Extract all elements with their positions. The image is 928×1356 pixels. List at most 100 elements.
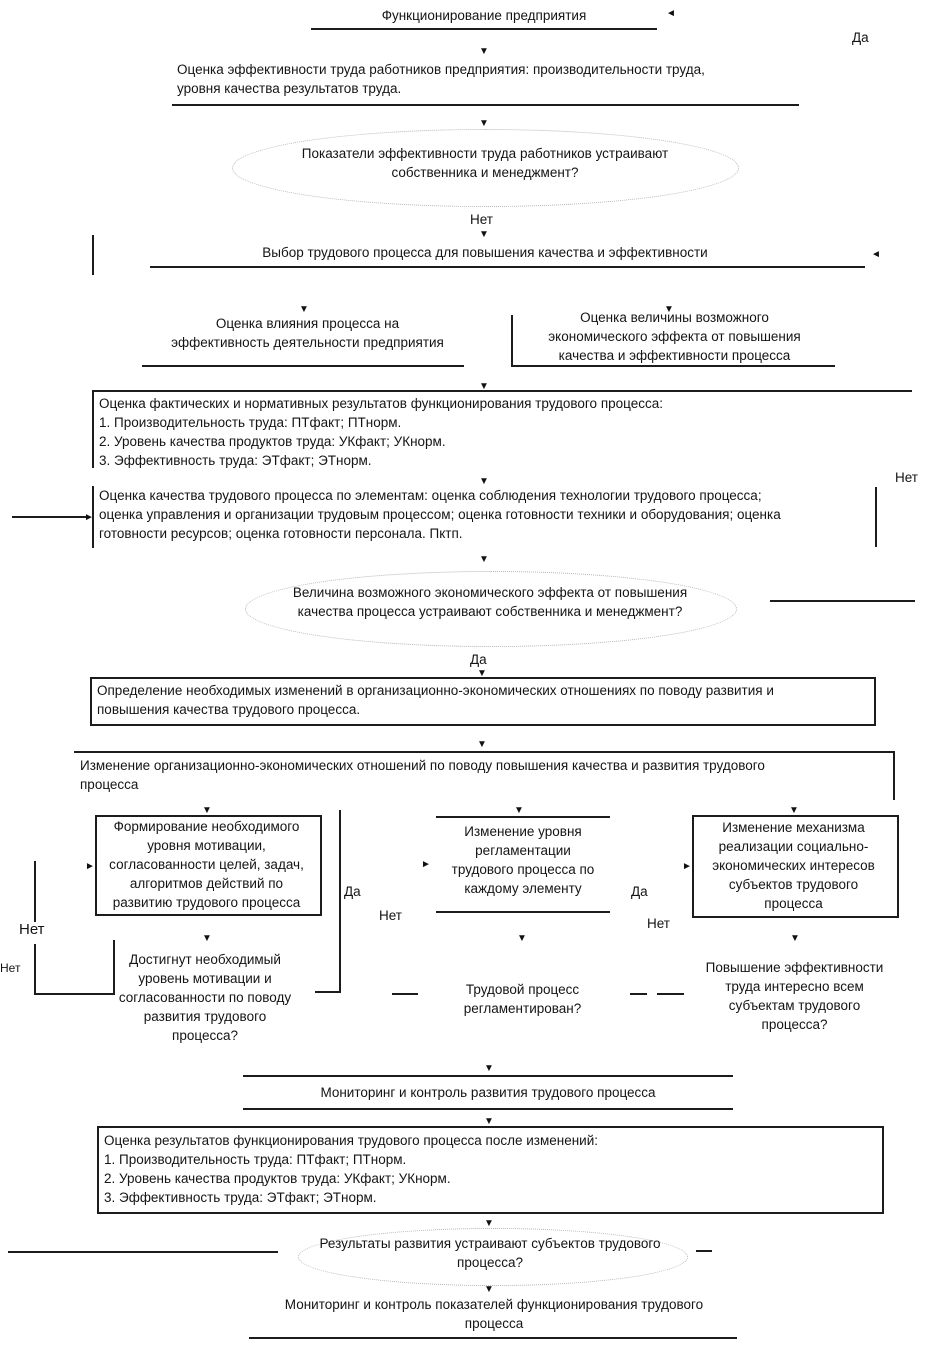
connector-dash [657,993,684,995]
impact-underline [142,365,464,367]
decision-outline [298,1228,688,1286]
boxA-left-border [92,390,94,468]
node-motivation: Формирование необходимого уровня мотивац… [109,819,304,910]
yes-label-mid-right: Да [631,884,648,899]
down-arrow-icon: ▼ [202,933,212,944]
left-arrowhead-icon: ◄ [871,249,881,260]
down-arrow-icon: ▼ [484,1218,494,1229]
no-label-right: Нет [895,470,918,485]
connector-dash [696,1250,712,1252]
down-arrow-icon: ▼ [484,1284,494,1295]
boxB-right-border [875,487,877,547]
down-arrow-icon: ▼ [664,304,674,315]
box-mechanism [692,815,899,918]
node-change-relations: Изменение организационно-экономических о… [80,758,765,792]
node-monitoring-indicators: Мониторинг и контроль показателей функци… [284,1297,704,1331]
boxD-right-border [893,751,895,800]
connector-line [92,235,94,275]
effect-left-border [511,315,513,367]
effect-underline [511,365,835,367]
actual-results-item: 2. Уровень качества продуктов труда: УКф… [99,434,446,449]
decision-indicators: Показатели эффективности труда работнико… [301,146,669,180]
select-underline [150,266,865,268]
results-after-head: Оценка результатов функционирования труд… [104,1133,599,1148]
boxC-define-changes [90,677,876,726]
node-actual-results: Оценка фактических и нормативных результ… [99,394,884,470]
no-label: Нет [470,212,493,227]
node-monitoring-development: Мониторинг и контроль развития трудового… [320,1085,656,1100]
right-arrowhead-icon: ► [84,512,94,523]
decision-motivation: Достигнут необходимый уровень мотивации … [118,952,292,1043]
connector-line [770,600,915,602]
right-arrowhead-icon: ► [682,861,692,872]
right-arrowhead-icon: ► [85,861,95,872]
decision-interests: Повышение эффективности труда интересно … [705,960,884,1032]
results-after-item: 1. Производительность труда: ПТфакт; ПТн… [104,1152,407,1167]
monitoring-ind-underline [249,1337,737,1339]
no-label-mid-left: Нет [379,908,402,923]
node-regulation: Изменение уровня регламентации трудового… [451,824,595,896]
down-arrow-icon: ▼ [477,739,487,750]
title-underline [311,28,657,30]
no-label-far-left: Нет [0,961,21,975]
no-label-mid-right: Нет [647,916,670,931]
decision-regulated: Трудовой процесс регламентирован? [463,982,582,1016]
node-mechanism: Изменение механизма реализации социально… [712,820,875,911]
box-regulation-top [436,816,610,818]
boxB-left-border [92,486,94,548]
box-motivation [95,815,322,916]
right-arrowhead-icon: ► [421,859,431,870]
entry-connector-line [12,516,86,518]
down-arrow-icon: ▼ [479,476,489,487]
down-arrow-icon: ▼ [484,1063,494,1074]
boxD-top-border [74,751,895,753]
loop-line [315,991,339,993]
down-arrow-icon: ▼ [477,668,487,679]
decision-outline [232,129,739,207]
node-define-changes: Определение необходимых изменений в орга… [97,683,774,717]
node-title: Функционирование предприятия [381,8,587,23]
monitoring-dev-top [243,1075,733,1077]
node-select-process: Выбор трудового процесса для повышения к… [262,245,708,260]
loop-line [113,940,115,995]
left-arrowhead-icon: ◄ [666,8,676,19]
actual-results-head: Оценка фактических и нормативных результ… [99,396,663,411]
down-arrow-icon: ▼ [479,554,489,565]
node-assess-efficiency: Оценка эффективности труда работников пр… [177,62,705,96]
down-arrow-icon: ▼ [484,1116,494,1127]
results-after-item: 2. Уровень качества продуктов труда: УКф… [104,1171,451,1186]
loop-line [34,993,114,995]
connector-dash [630,993,647,995]
assess-underline [172,104,799,106]
yes-label-left-col: Да [344,884,361,899]
loop-line [34,944,36,995]
down-arrow-icon: ▼ [479,46,489,57]
boxE-results-after [97,1126,884,1214]
down-arrow-icon: ▼ [479,229,489,240]
monitoring-dev-bottom [243,1108,733,1110]
decision-effect: Величина возможного экономического эффек… [292,585,688,619]
decision-outline [245,571,737,647]
boxA-top-border [92,390,912,392]
down-arrow-icon: ▼ [790,933,800,944]
loop-line-bottom-left [8,1251,278,1253]
actual-results-item: 3. Эффективность труда: ЭТфакт; ЭТнорм. [99,453,372,468]
node-impact-assessment: Оценка влияния процесса на эффективность… [171,316,444,350]
connector-dash [392,993,418,995]
box-regulation-bottom [436,911,610,913]
results-after-item: 3. Эффективность труда: ЭТфакт; ЭТнорм. [104,1190,377,1205]
yes-label: Да [470,652,487,667]
down-arrow-icon: ▼ [479,381,489,392]
node-quality-elements: Оценка качества трудового процесса по эл… [99,488,781,541]
yes-loop-line [339,810,341,993]
no-label-left-loop: Нет [19,921,45,938]
node-results-after: Оценка результатов функционирования труд… [104,1131,874,1207]
down-arrow-icon: ▼ [202,805,212,816]
yes-label-top-right: Да [852,30,869,45]
down-arrow-icon: ▼ [299,304,309,315]
node-effect-assessment: Оценка величины возможного экономическог… [548,310,801,363]
down-arrow-icon: ▼ [479,118,489,129]
down-arrow-icon: ▼ [517,933,527,944]
down-arrow-icon: ▼ [789,805,799,816]
